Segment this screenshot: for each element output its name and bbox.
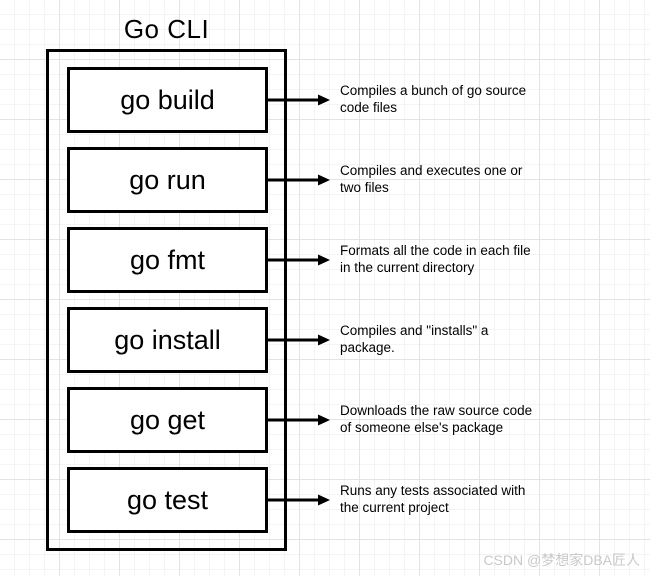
command-description: Runs any tests associated with the curre… — [340, 483, 526, 515]
command-label: go run — [129, 165, 206, 195]
arrow-right-icon — [268, 94, 330, 106]
command-label: go test — [126, 485, 209, 515]
command-description: Compiles and "installs" a package. — [340, 323, 489, 355]
watermark: CSDN @梦想家DBA匠人 — [483, 552, 640, 568]
command-description: Compiles a bunch of go source code files — [340, 83, 527, 115]
page-title: Go CLI — [123, 14, 210, 44]
command-label: go get — [129, 405, 206, 435]
command-box-go-run[interactable]: go run — [67, 147, 268, 213]
arrow-right-icon — [268, 174, 330, 186]
command-description: Compiles and executes one or two files — [340, 163, 523, 195]
command-box-go-test[interactable]: go test — [67, 467, 268, 533]
command-box-go-install[interactable]: go install — [67, 307, 268, 373]
go-cli-container-box — [46, 49, 287, 551]
command-label: go fmt — [129, 245, 206, 275]
command-description: Downloads the raw source code of someone… — [340, 403, 533, 435]
command-box-go-fmt[interactable]: go fmt — [67, 227, 268, 293]
command-label: go build — [120, 85, 215, 115]
arrow-right-icon — [268, 494, 330, 506]
arrow-right-icon — [268, 334, 330, 346]
command-box-go-build[interactable]: go build — [67, 67, 268, 133]
command-label: go install — [114, 325, 221, 355]
arrow-right-icon — [268, 254, 330, 266]
command-description: Formats all the code in each file in the… — [340, 243, 531, 275]
command-box-go-get[interactable]: go get — [67, 387, 268, 453]
arrow-right-icon — [268, 414, 330, 426]
